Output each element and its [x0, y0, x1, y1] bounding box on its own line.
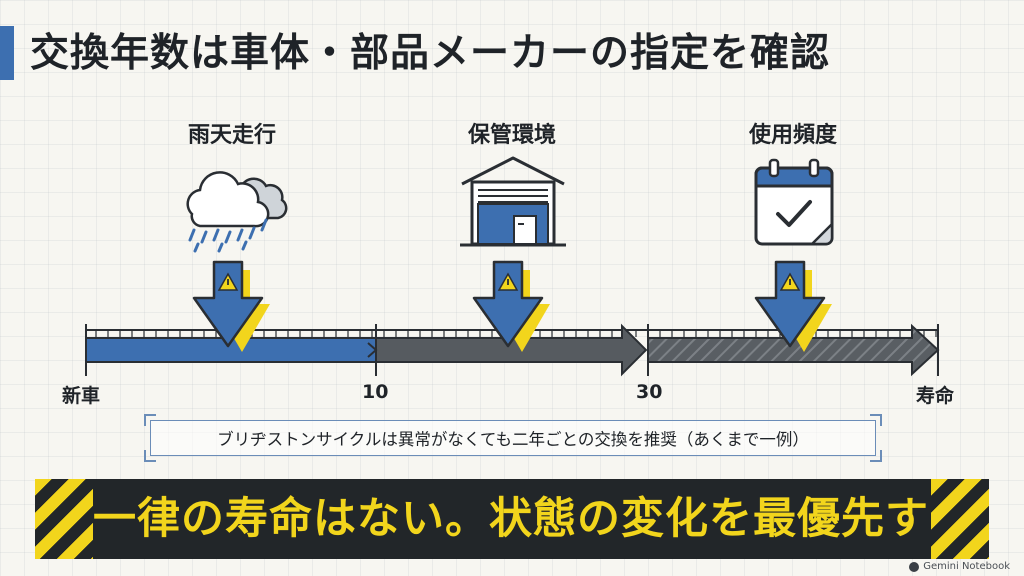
- calendar-check-icon: [754, 158, 834, 246]
- gemini-logo-icon: [909, 561, 920, 572]
- banner-text: 一律の寿命はない。状態の変化を最優先する: [93, 494, 973, 544]
- hazard-stripe-left: [35, 479, 93, 559]
- hazard-stripe-right: [931, 479, 989, 559]
- watermark: Gemini Notebook: [909, 561, 1010, 572]
- factor-label-usage: 使用頻度: [748, 123, 837, 148]
- factor-label-storage: 保管環境: [467, 123, 556, 148]
- segment-hatched-arrow: [647, 323, 940, 377]
- timeline-label-end: 寿命: [916, 385, 955, 407]
- note-box: ブリヂストンサイクルは異常がなくても二年ごとの交換を推奨（あくまで一例）: [144, 414, 882, 462]
- warning-arrow-storage: [472, 260, 550, 352]
- timeline-label-30: 30: [636, 381, 663, 403]
- conclusion-banner: 一律の寿命はない。状態の変化を最優先する: [35, 479, 989, 559]
- note-text: ブリヂストンサイクルは異常がなくても二年ごとの交換を推奨（あくまで一例）: [150, 420, 876, 456]
- rain-cloud-icon: [186, 171, 288, 253]
- warning-arrow-rain: [192, 260, 270, 352]
- timeline-label-10: 10: [362, 381, 389, 403]
- title-accent-bar: [0, 26, 14, 80]
- garage-icon: [460, 156, 566, 247]
- factor-label-rain: 雨天走行: [187, 123, 276, 148]
- watermark-text: Gemini Notebook: [923, 561, 1010, 572]
- timeline-label-new: 新車: [62, 385, 101, 407]
- segment-dark-arrow: [375, 323, 648, 377]
- warning-arrow-usage: [754, 260, 832, 352]
- page-title: 交換年数は車体・部品メーカーの指定を確認: [30, 31, 831, 76]
